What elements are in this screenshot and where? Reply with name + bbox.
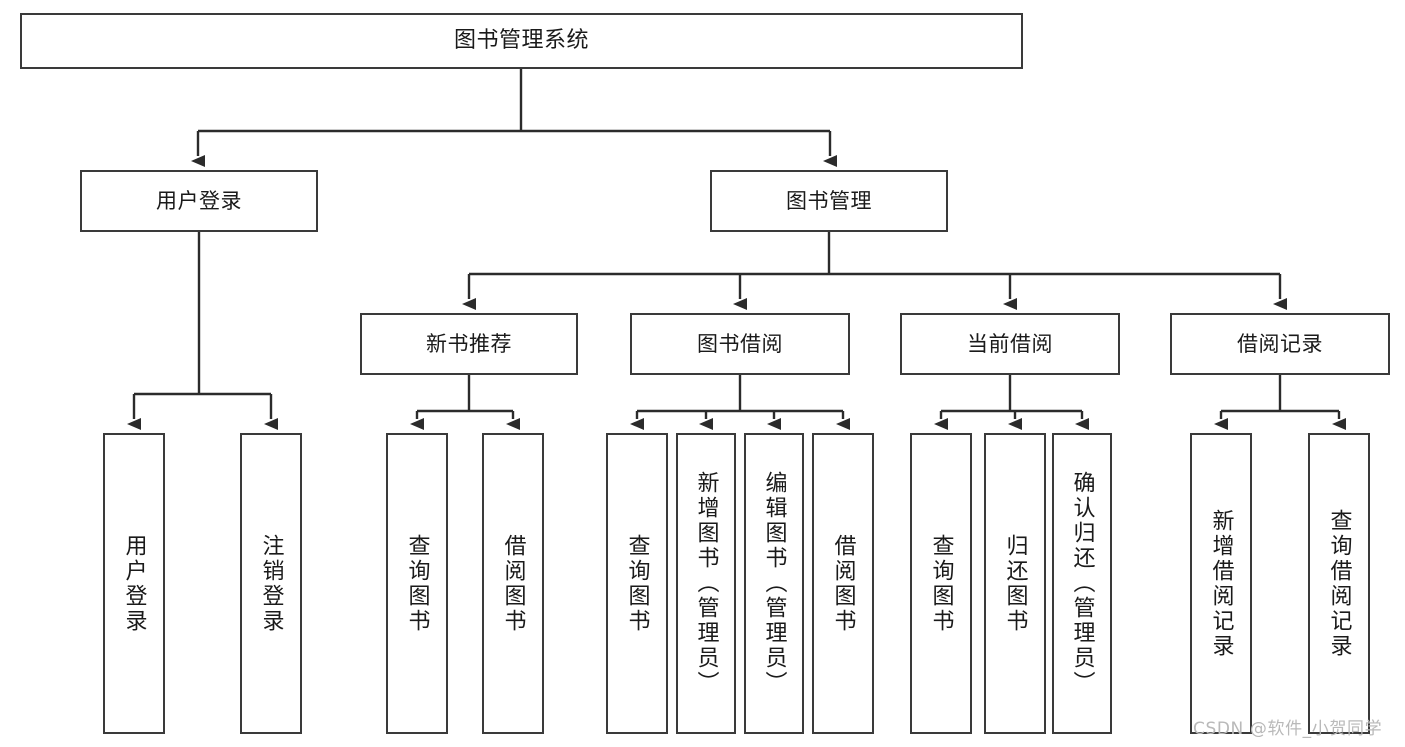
node-level3-2[interactable]: 当前借阅 [900, 313, 1120, 375]
node-leaf-12[interactable]: 查询借阅记录 [1308, 433, 1370, 734]
node-leaf-0[interactable]: 用户登录 [103, 433, 165, 734]
node-leaf-9-label: 归还图书 [1002, 533, 1028, 634]
node-leaf-0-label: 用户登录 [121, 533, 147, 634]
node-leaf-8-label: 查询图书 [928, 533, 954, 634]
node-leaf-5[interactable]: 新增图书（管理员） [676, 433, 736, 734]
node-leaf-1-label: 注销登录 [258, 533, 284, 634]
node-level3-1[interactable]: 图书借阅 [630, 313, 850, 375]
node-leaf-1[interactable]: 注销登录 [240, 433, 302, 734]
node-level3-1-label: 图书借阅 [697, 331, 783, 356]
node-level3-3[interactable]: 借阅记录 [1170, 313, 1390, 375]
node-leaf-12-label: 查询借阅记录 [1326, 508, 1352, 659]
node-root-system-label: 图书管理系统 [453, 28, 589, 54]
node-leaf-8[interactable]: 查询图书 [910, 433, 972, 734]
node-leaf-7-label: 借阅图书 [830, 533, 856, 634]
node-leaf-4[interactable]: 查询图书 [606, 433, 668, 734]
node-level2-0[interactable]: 用户登录 [80, 170, 318, 232]
node-leaf-6-label: 编辑图书（管理员） [761, 471, 787, 696]
node-level2-1[interactable]: 图书管理 [710, 170, 948, 232]
node-level3-0[interactable]: 新书推荐 [360, 313, 578, 375]
node-leaf-5-label: 新增图书（管理员） [693, 471, 719, 696]
node-leaf-7[interactable]: 借阅图书 [812, 433, 874, 734]
node-leaf-10[interactable]: 确认归还（管理员） [1052, 433, 1112, 734]
node-leaf-9[interactable]: 归还图书 [984, 433, 1046, 734]
csdn-watermark: CSDN @软件_小贺同学 [1193, 719, 1383, 739]
node-leaf-3-label: 借阅图书 [500, 533, 526, 634]
node-level2-1-label: 图书管理 [786, 188, 872, 213]
node-leaf-6[interactable]: 编辑图书（管理员） [744, 433, 804, 734]
node-leaf-4-label: 查询图书 [624, 533, 650, 634]
node-leaf-2-label: 查询图书 [404, 533, 430, 634]
node-leaf-10-label: 确认归还（管理员） [1069, 471, 1095, 696]
node-level3-3-label: 借阅记录 [1237, 331, 1323, 356]
node-level3-0-label: 新书推荐 [426, 331, 512, 356]
node-root-system[interactable]: 图书管理系统 [20, 13, 1023, 69]
node-level3-2-label: 当前借阅 [967, 331, 1053, 356]
node-leaf-11[interactable]: 新增借阅记录 [1190, 433, 1252, 734]
node-leaf-2[interactable]: 查询图书 [386, 433, 448, 734]
node-leaf-11-label: 新增借阅记录 [1208, 508, 1234, 659]
node-leaf-3[interactable]: 借阅图书 [482, 433, 544, 734]
node-level2-0-label: 用户登录 [156, 188, 242, 213]
